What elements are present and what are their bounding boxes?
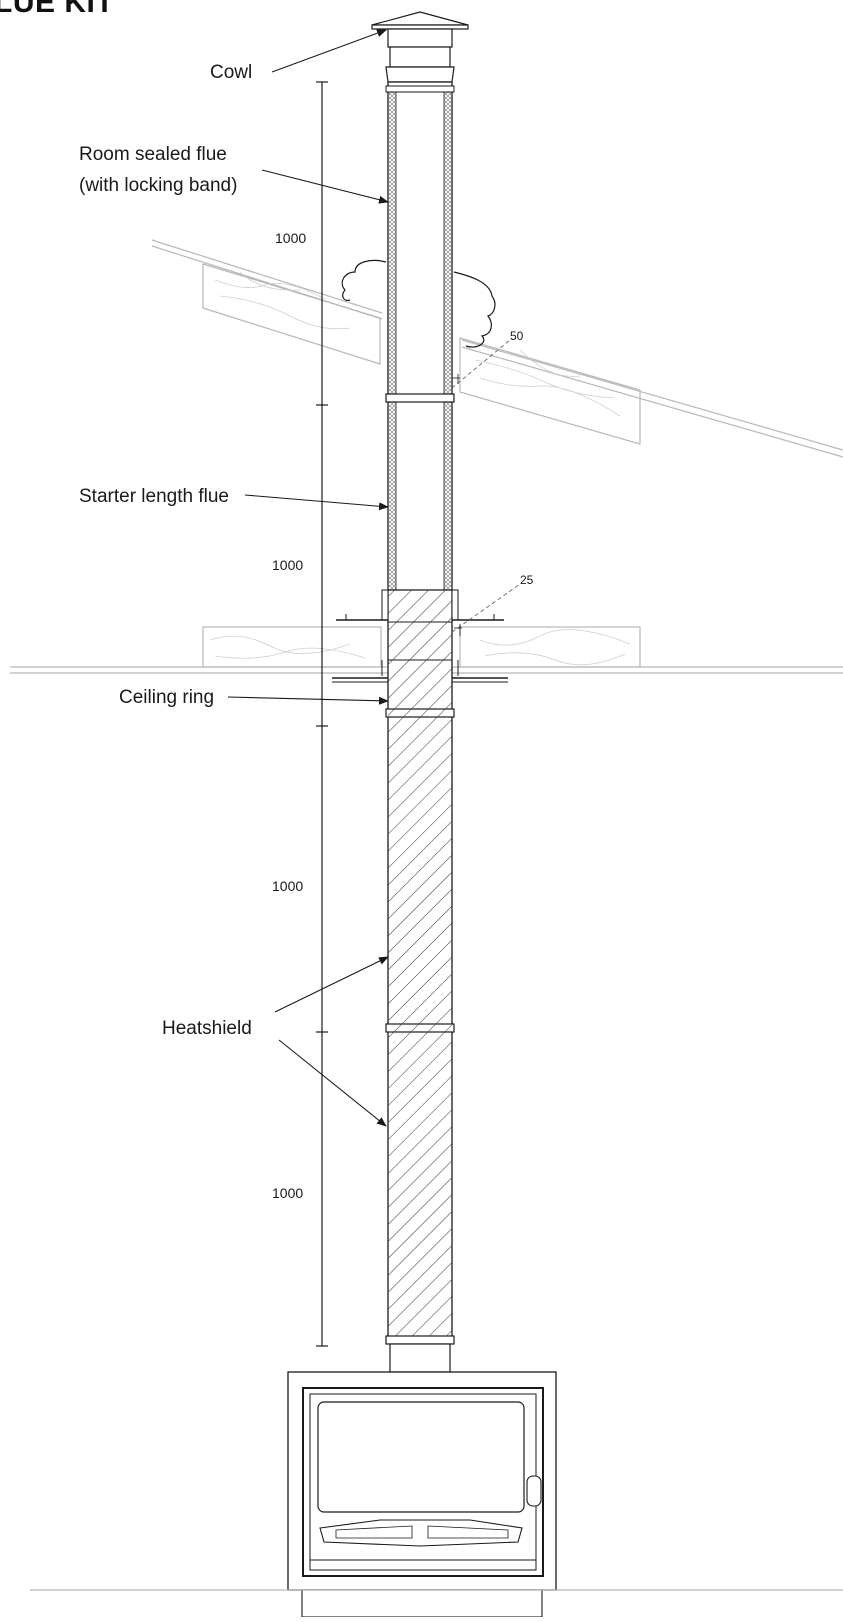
dimension-segment-4: 1000 xyxy=(272,1185,303,1201)
roof xyxy=(151,239,843,458)
page-title: LUE KIT xyxy=(0,0,115,19)
ceiling-clearance-value: 25 xyxy=(520,573,534,587)
label-ceiling-ring: Ceiling ring xyxy=(119,687,214,708)
dimension-segment-2: 1000 xyxy=(272,557,303,573)
flue-pipe xyxy=(381,81,459,1373)
roof-flashing xyxy=(341,259,496,348)
label-heatshield: Heatshield xyxy=(162,1018,252,1039)
label-starter-length: Starter length flue xyxy=(79,486,229,507)
label-room-sealed-line2: (with locking band) xyxy=(79,175,237,196)
roof-clearance-dim xyxy=(451,339,511,389)
label-room-sealed-line1: Room sealed flue xyxy=(79,144,227,165)
leader-lines xyxy=(227,29,389,1127)
ceiling-support xyxy=(332,614,508,683)
dimension-line xyxy=(316,81,328,1347)
label-cowl: Cowl xyxy=(210,62,252,83)
ceiling-clearance-dim xyxy=(451,583,521,636)
dimension-segment-1: 1000 xyxy=(275,230,306,246)
stove xyxy=(30,1371,843,1618)
cowl xyxy=(371,11,469,83)
roof-clearance-value: 50 xyxy=(510,329,524,343)
dimension-segment-3: 1000 xyxy=(272,878,303,894)
